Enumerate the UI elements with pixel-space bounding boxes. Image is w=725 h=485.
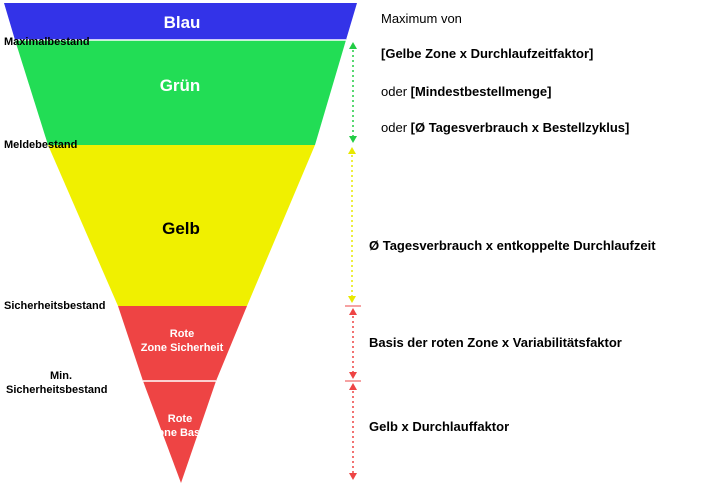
zone-red-safety xyxy=(118,306,247,381)
level-safety-label: Sicherheitsbestand xyxy=(4,300,106,312)
zone-red-base xyxy=(143,381,216,483)
or-prefix: oder xyxy=(381,84,411,99)
red-base-span-arrow xyxy=(349,383,357,480)
or-prefix: oder xyxy=(381,120,411,135)
zone-label-green: Grün xyxy=(160,76,201,95)
green-formula-option1: [Gelbe Zone x Durchlaufzeitfaktor] xyxy=(381,46,594,61)
red-safety-span-arrow xyxy=(345,305,361,382)
green-span-arrow xyxy=(349,42,357,143)
zone-green xyxy=(15,40,346,145)
level-max-label: Maximalbestand xyxy=(4,36,90,48)
level-reorder-label: Meldebestand xyxy=(4,139,78,151)
zone-yellow xyxy=(48,145,315,306)
red-base-formula: Gelb x Durchlauffaktor xyxy=(369,419,510,434)
green-formula-option2: oder [Mindestbestellmenge] xyxy=(381,84,552,99)
green-formula-intro: Maximum von xyxy=(381,11,462,26)
level-min-label-line2: Sicherheitsbestand xyxy=(6,384,108,396)
level-min-label-line1: Min. xyxy=(50,370,72,382)
red-safety-formula: Basis der roten Zone x Variabilitätsfakt… xyxy=(369,335,622,350)
yellow-formula: Ø Tagesverbrauch x entkoppelte Durchlauf… xyxy=(369,238,656,253)
zone-label-red-base-line1: Rote xyxy=(168,413,192,425)
zone-label-red-base-line2: Zone Basis xyxy=(151,427,210,439)
green-formula-option3: oder [Ø Tagesverbrauch x Bestellzyklus] xyxy=(381,120,629,135)
zone-label-red-safety-line2: Zone Sicherheit xyxy=(141,342,224,354)
zone-label-red-safety-line1: Rote xyxy=(170,328,194,340)
zone-label-blue: Blau xyxy=(164,13,201,32)
green-formula-option3-text: [Ø Tagesverbrauch x Bestellzyklus] xyxy=(410,120,630,135)
zone-label-yellow: Gelb xyxy=(162,219,200,238)
zone-blue xyxy=(4,3,357,40)
yellow-span-arrow xyxy=(348,147,356,303)
green-formula-option2-text: [Mindestbestellmenge] xyxy=(410,84,552,99)
